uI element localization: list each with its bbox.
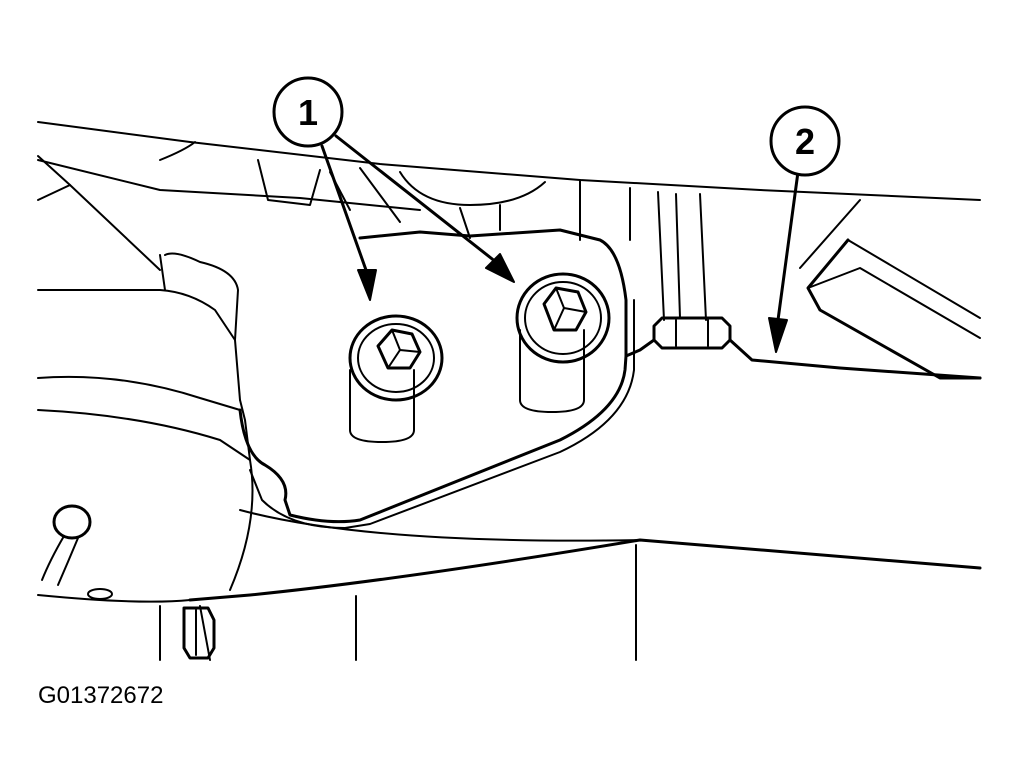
- right-bracket: [799, 199, 982, 380]
- lower-left-bolt: [182, 606, 216, 660]
- callout-1: 1: [272, 76, 344, 148]
- callout-2-label: 2: [795, 121, 815, 162]
- mounting-bolt-left: [348, 314, 444, 443]
- breather-pin: [41, 504, 113, 600]
- callout-2: 2: [769, 105, 841, 177]
- callout-1-label: 1: [298, 92, 318, 133]
- main-casting: [37, 228, 982, 661]
- leader-lines: [320, 134, 800, 353]
- figure-id: G01372672: [38, 682, 164, 709]
- mounting-bolt-right: [515, 272, 611, 413]
- center-stud: [652, 191, 732, 350]
